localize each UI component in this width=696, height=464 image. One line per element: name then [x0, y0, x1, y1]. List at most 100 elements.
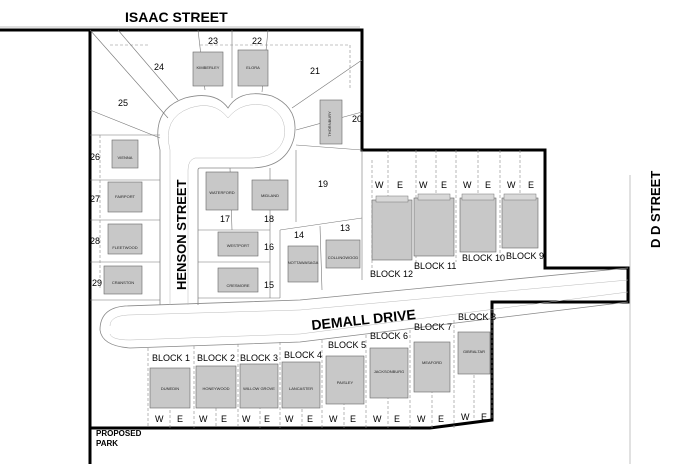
block-label: BLOCK 3 — [240, 353, 278, 363]
e-label: E — [307, 414, 313, 424]
block-label: BLOCK 10 — [462, 253, 505, 263]
lot-number: 13 — [340, 223, 350, 233]
block-label: BLOCK 9 — [506, 251, 544, 261]
house-nottawasaga[interactable]: NOTTAWASAGA — [287, 245, 319, 283]
house-midland[interactable]: MIDLAND — [251, 179, 289, 211]
lot-number: 18 — [264, 214, 274, 224]
block-10-building[interactable] — [459, 193, 497, 253]
model-label: DUNEDIN — [161, 386, 179, 391]
e-label: E — [441, 180, 447, 190]
lot-number: 20 — [352, 114, 362, 124]
house-waterford[interactable]: WATERFORD — [205, 171, 239, 211]
model-label: COLLINGWOOD — [328, 255, 359, 260]
house-paisley[interactable]: PAISLEY — [325, 355, 365, 405]
henson-street-road — [157, 93, 296, 305]
house-gibraltar[interactable]: GIBRALTAR — [457, 331, 491, 375]
lot-number: 26 — [90, 152, 100, 162]
w-label: W — [419, 180, 428, 190]
lot-number: 21 — [310, 66, 320, 76]
w-label: W — [285, 414, 294, 424]
lot-number: 19 — [318, 179, 328, 189]
model-label: THORNBURY — [327, 111, 332, 137]
house-dunedin[interactable]: DUNEDIN — [149, 367, 191, 409]
north-block-labels: BLOCK 12 BLOCK 11 BLOCK 10 BLOCK 9 — [370, 251, 544, 279]
lot-number: 29 — [92, 278, 102, 288]
lot-number: 27 — [90, 194, 100, 204]
house-westport[interactable]: WESTPORT — [217, 231, 259, 257]
demall-drive-label: DEMALL DRIVE — [311, 306, 417, 333]
block-label: BLOCK 11 — [414, 261, 456, 271]
block-label: BLOCK 1 — [152, 353, 190, 363]
house-vienna[interactable]: VIENNA — [111, 139, 139, 169]
block-label: BLOCK 7 — [414, 322, 452, 332]
house-elora[interactable]: ELORA — [237, 49, 269, 87]
model-label: KIMBERLEY — [197, 65, 220, 70]
isaac-street-label: ISAAC STREET — [125, 9, 228, 25]
lot-number: 15 — [264, 280, 274, 290]
e-label: E — [528, 180, 534, 190]
lot-number: 14 — [294, 230, 304, 240]
block-label: BLOCK 4 — [284, 350, 322, 360]
house-cranston[interactable]: CRANSTON — [103, 265, 143, 295]
house-jacksonburg[interactable]: JACKSONBURG — [369, 347, 409, 399]
e-label: E — [394, 414, 400, 424]
block-9-building[interactable] — [501, 193, 539, 249]
model-label: HONEYWOOD — [202, 386, 229, 391]
demall-drive-road — [99, 267, 629, 349]
w-label: W — [507, 180, 516, 190]
w-label: W — [373, 414, 382, 424]
house-cresmore[interactable]: CRESMORE — [217, 267, 259, 293]
model-label: WILLOW GROVE — [243, 386, 275, 391]
house-fleetwood[interactable]: FLEETWOOD — [107, 223, 143, 255]
w-label: W — [461, 412, 470, 422]
e-label: E — [438, 414, 444, 424]
lot-numbers: 23 22 24 21 25 20 26 19 27 17 18 13 14 1… — [90, 36, 362, 290]
model-label: VIENNA — [118, 155, 133, 160]
e-label: E — [350, 414, 356, 424]
w-label: W — [329, 414, 338, 424]
block-label: BLOCK 8 — [458, 312, 496, 322]
house-fairport[interactable]: FAIRPORT — [107, 181, 143, 213]
e-label: E — [177, 414, 183, 424]
e-label: E — [221, 414, 227, 424]
e-label: E — [397, 180, 403, 190]
model-label: CRANSTON — [112, 280, 134, 285]
model-label: LANCASTER — [289, 386, 313, 391]
e-label: E — [264, 414, 270, 424]
block-label: BLOCK 2 — [197, 353, 235, 363]
model-label: ELORA — [246, 65, 260, 70]
w-label: W — [375, 180, 384, 190]
model-label: MIDLAND — [261, 193, 279, 198]
house-willowgrove[interactable]: WILLOW GROVE — [239, 363, 279, 409]
block-label: BLOCK 6 — [370, 331, 408, 341]
w-label: W — [463, 180, 472, 190]
model-label: CRESMORE — [226, 283, 249, 288]
block-12-building[interactable] — [371, 195, 413, 261]
house-lancaster[interactable]: LANCASTER — [281, 361, 321, 409]
w-label: W — [155, 414, 164, 424]
model-label: WATERFORD — [209, 190, 234, 195]
model-label: NOTTAWASAGA — [288, 260, 319, 265]
house-collingwood[interactable]: COLLINGWOOD — [325, 239, 361, 269]
w-label: W — [242, 414, 251, 424]
block-11-building[interactable] — [413, 193, 455, 257]
dd-street-label: D D STREET — [648, 171, 663, 248]
lot-number: 28 — [90, 236, 100, 246]
block-label: BLOCK 5 — [328, 340, 366, 350]
lot-number: 16 — [264, 242, 274, 252]
house-thornbury[interactable]: THORNBURY — [319, 99, 343, 145]
w-label: W — [199, 414, 208, 424]
house-kimberley[interactable]: KIMBERLEY — [192, 51, 224, 87]
model-label: FLEETWOOD — [112, 245, 137, 250]
south-block-labels: BLOCK 1 BLOCK 2 BLOCK 3 BLOCK 4 BLOCK 5 … — [152, 312, 496, 363]
house-meaford[interactable]: MEAFORD — [413, 341, 451, 393]
e-label: E — [481, 412, 487, 422]
henson-street-label: HENSON STREET — [174, 179, 189, 290]
e-label: E — [485, 180, 491, 190]
lot-number: 25 — [118, 98, 128, 108]
model-label: FAIRPORT — [115, 194, 135, 199]
model-label: PAISLEY — [337, 380, 354, 385]
house-honeywood[interactable]: HONEYWOOD — [195, 365, 237, 409]
park-label-line1: PROPOSED — [96, 429, 142, 438]
